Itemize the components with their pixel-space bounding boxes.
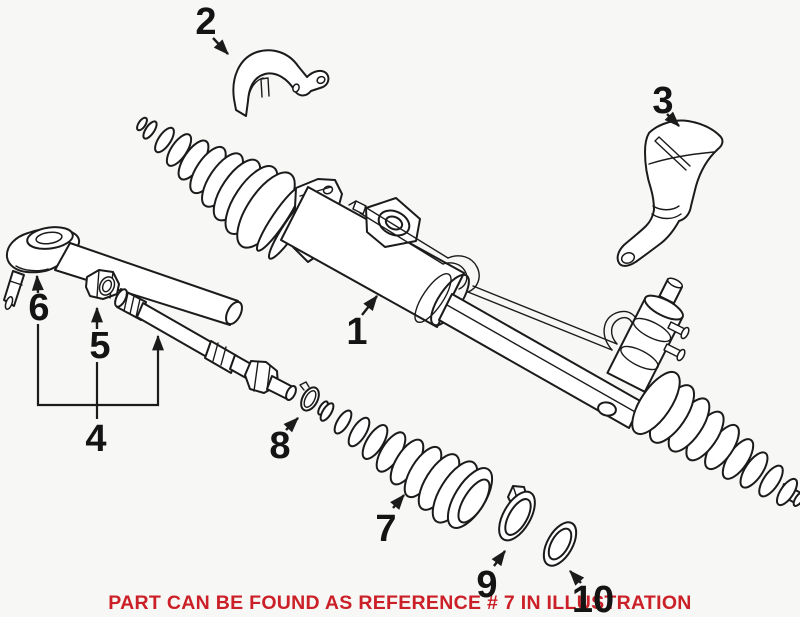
callout-9-label: 9 (476, 564, 497, 606)
part-3-heat-shield-drawing (616, 119, 724, 267)
callout-10: 10 (569, 570, 614, 617)
callout-9: 9 (476, 550, 506, 606)
callout-9-arrow (491, 550, 506, 567)
callout-10-arrow (569, 570, 585, 586)
callout-4-label: 4 (85, 418, 106, 460)
callout-2-label: 2 (195, 1, 216, 43)
callout-7: 7 (375, 494, 405, 550)
valve-body (597, 277, 690, 417)
part-1-steering-gear-drawing (136, 116, 800, 507)
callout-10-label: 10 (572, 579, 614, 617)
part-9-boot-clamp-drawing (498, 485, 536, 542)
part-8-clamp-ring-drawing (299, 381, 320, 412)
part-7-boot-drawing (317, 400, 494, 529)
callout-8-label: 8 (269, 425, 290, 467)
callout-1: 1 (346, 295, 378, 353)
part-10-seal-ring-drawing (542, 521, 578, 567)
rack-left-boot (136, 116, 315, 260)
hydraulic-pipes (359, 206, 647, 351)
callout-5-label: 5 (89, 325, 110, 367)
rack-tube (438, 293, 643, 429)
callout-7-arrow (390, 494, 405, 510)
callout-8-arrow (283, 417, 299, 433)
part-2-mounting-clamp-drawing (232, 49, 330, 117)
callout-6-arrow (31, 274, 44, 294)
reference-note: PART CAN BE FOUND AS REFERENCE # 7 IN IL… (108, 592, 691, 614)
part-5-jam-nut-drawing (85, 269, 120, 300)
rack-right-boot (631, 370, 800, 507)
callout-5: 5 (89, 306, 111, 367)
callout-1-label: 1 (346, 311, 367, 353)
callout-3-label: 3 (652, 80, 673, 122)
callout-3: 3 (652, 80, 680, 127)
callout-2-arrow (212, 37, 229, 55)
callout-6: 6 (28, 274, 50, 329)
callout-7-label: 7 (375, 508, 396, 550)
part-4-inner-tie-rod-drawing (114, 288, 297, 401)
callout-8: 8 (269, 417, 299, 467)
callout-2: 2 (195, 1, 229, 55)
callout-4: 4 (36, 324, 164, 460)
callout-3-arrow (664, 111, 680, 127)
callout-6-label: 6 (28, 287, 49, 329)
callout-1-arrow (361, 295, 378, 316)
part-6-outer-tie-rod-end-drawing (3, 226, 243, 326)
